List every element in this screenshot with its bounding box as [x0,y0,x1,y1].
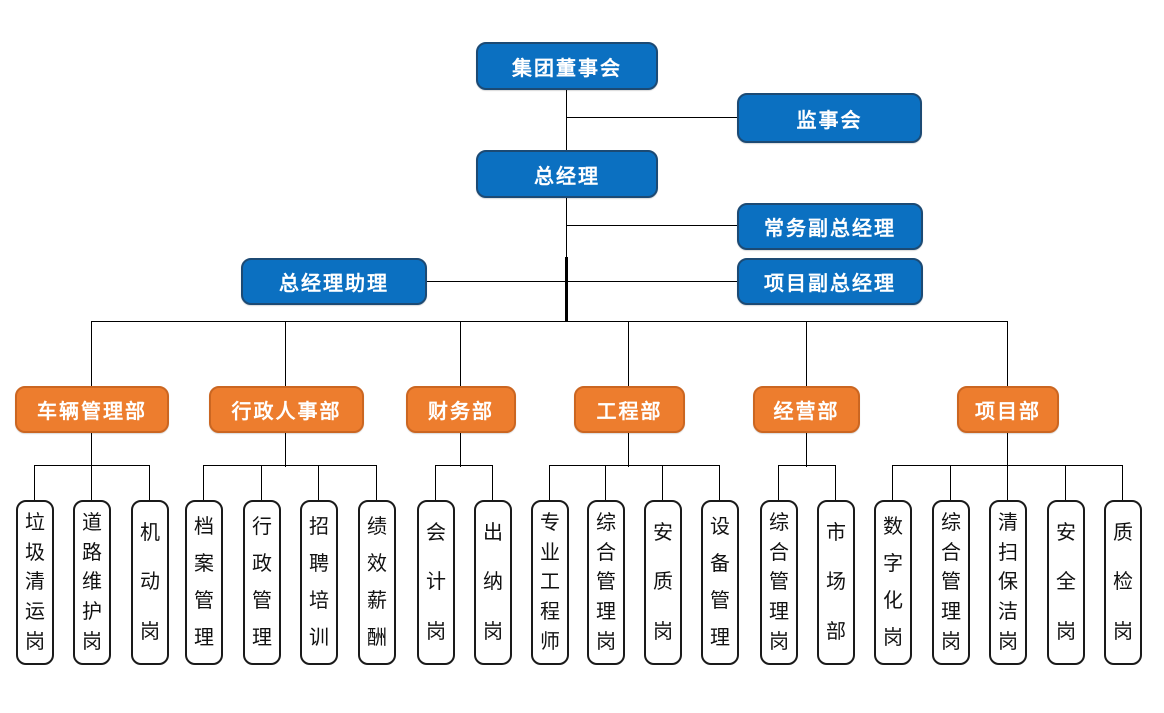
connector-line [318,465,320,500]
position-box: 档案管理 [185,500,223,665]
dept-operations: 经营部 [753,386,860,433]
position-box: 综合管理岗 [932,500,970,665]
position-box: 质检岗 [1104,500,1142,665]
connector-line [628,321,630,387]
position-box: 垃圾清运岗 [16,500,54,665]
position-box: 市场部 [817,500,855,665]
connector-line [1122,465,1124,500]
position-box: 机动岗 [131,500,169,665]
connector-line [628,433,630,467]
node-board: 集团董事会 [476,42,658,90]
connector-line [567,281,737,283]
connector-line [203,465,377,467]
connector-line [778,465,836,467]
position-box: 绩效薪酬 [358,500,396,665]
connector-line [662,465,664,500]
connector-line [203,465,205,500]
connector-line [149,465,151,500]
connector-line [376,465,378,500]
connector-line [778,465,780,500]
connector-line [835,465,837,500]
dept-admin-hr: 行政人事部 [209,386,364,433]
connector-line [950,465,952,500]
connector-line [91,321,1008,323]
connector-line [605,465,607,500]
connector-line [435,465,437,500]
dept-finance: 财务部 [406,386,516,433]
position-box: 清扫保洁岗 [989,500,1027,665]
node-executive-deputy-gm: 常务副总经理 [737,203,923,250]
position-box: 道路维护岗 [73,500,111,665]
connector-line [91,321,93,387]
position-box: 综合管理岗 [760,500,798,665]
connector-line [261,465,263,500]
connector-line [567,225,737,227]
connector-line [1065,465,1067,500]
connector-line [460,433,462,467]
position-box: 安质岗 [644,500,682,665]
connector-line [91,433,93,467]
connector-line [567,117,737,119]
connector-line [1007,321,1009,387]
dept-engineering: 工程部 [574,386,685,433]
connector-line [719,465,721,500]
connector-line [435,465,493,467]
dept-vehicle-management: 车辆管理部 [15,386,169,433]
connector-line [34,465,36,500]
connector-line [892,465,894,500]
position-box: 专业工程师 [531,500,569,665]
node-project-deputy-gm: 项目副总经理 [737,258,923,305]
position-box: 会计岗 [417,500,455,665]
connector-line [565,257,568,322]
connector-line [1007,465,1009,500]
position-box: 综合管理岗 [587,500,625,665]
position-box: 安全岗 [1047,500,1085,665]
connector-line [566,198,568,258]
connector-line [549,465,720,467]
position-box: 出纳岗 [474,500,512,665]
position-box: 招聘培训 [300,500,338,665]
node-general-manager: 总经理 [476,150,658,198]
connector-line [460,321,462,387]
dept-project: 项目部 [957,386,1059,433]
position-box: 数字化岗 [874,500,912,665]
connector-line [285,321,287,387]
connector-line [806,321,808,387]
connector-line [492,465,494,500]
connector-line [1007,433,1009,467]
connector-line [91,465,93,500]
connector-line [806,433,808,467]
connector-line [285,433,287,467]
position-box: 设备管理 [701,500,739,665]
node-gm-assistant: 总经理助理 [241,258,427,305]
position-box: 行政管理 [243,500,281,665]
connector-line [549,465,551,500]
node-supervisory-board: 监事会 [737,93,922,143]
connector-line [566,90,568,150]
connector-line [427,281,567,283]
